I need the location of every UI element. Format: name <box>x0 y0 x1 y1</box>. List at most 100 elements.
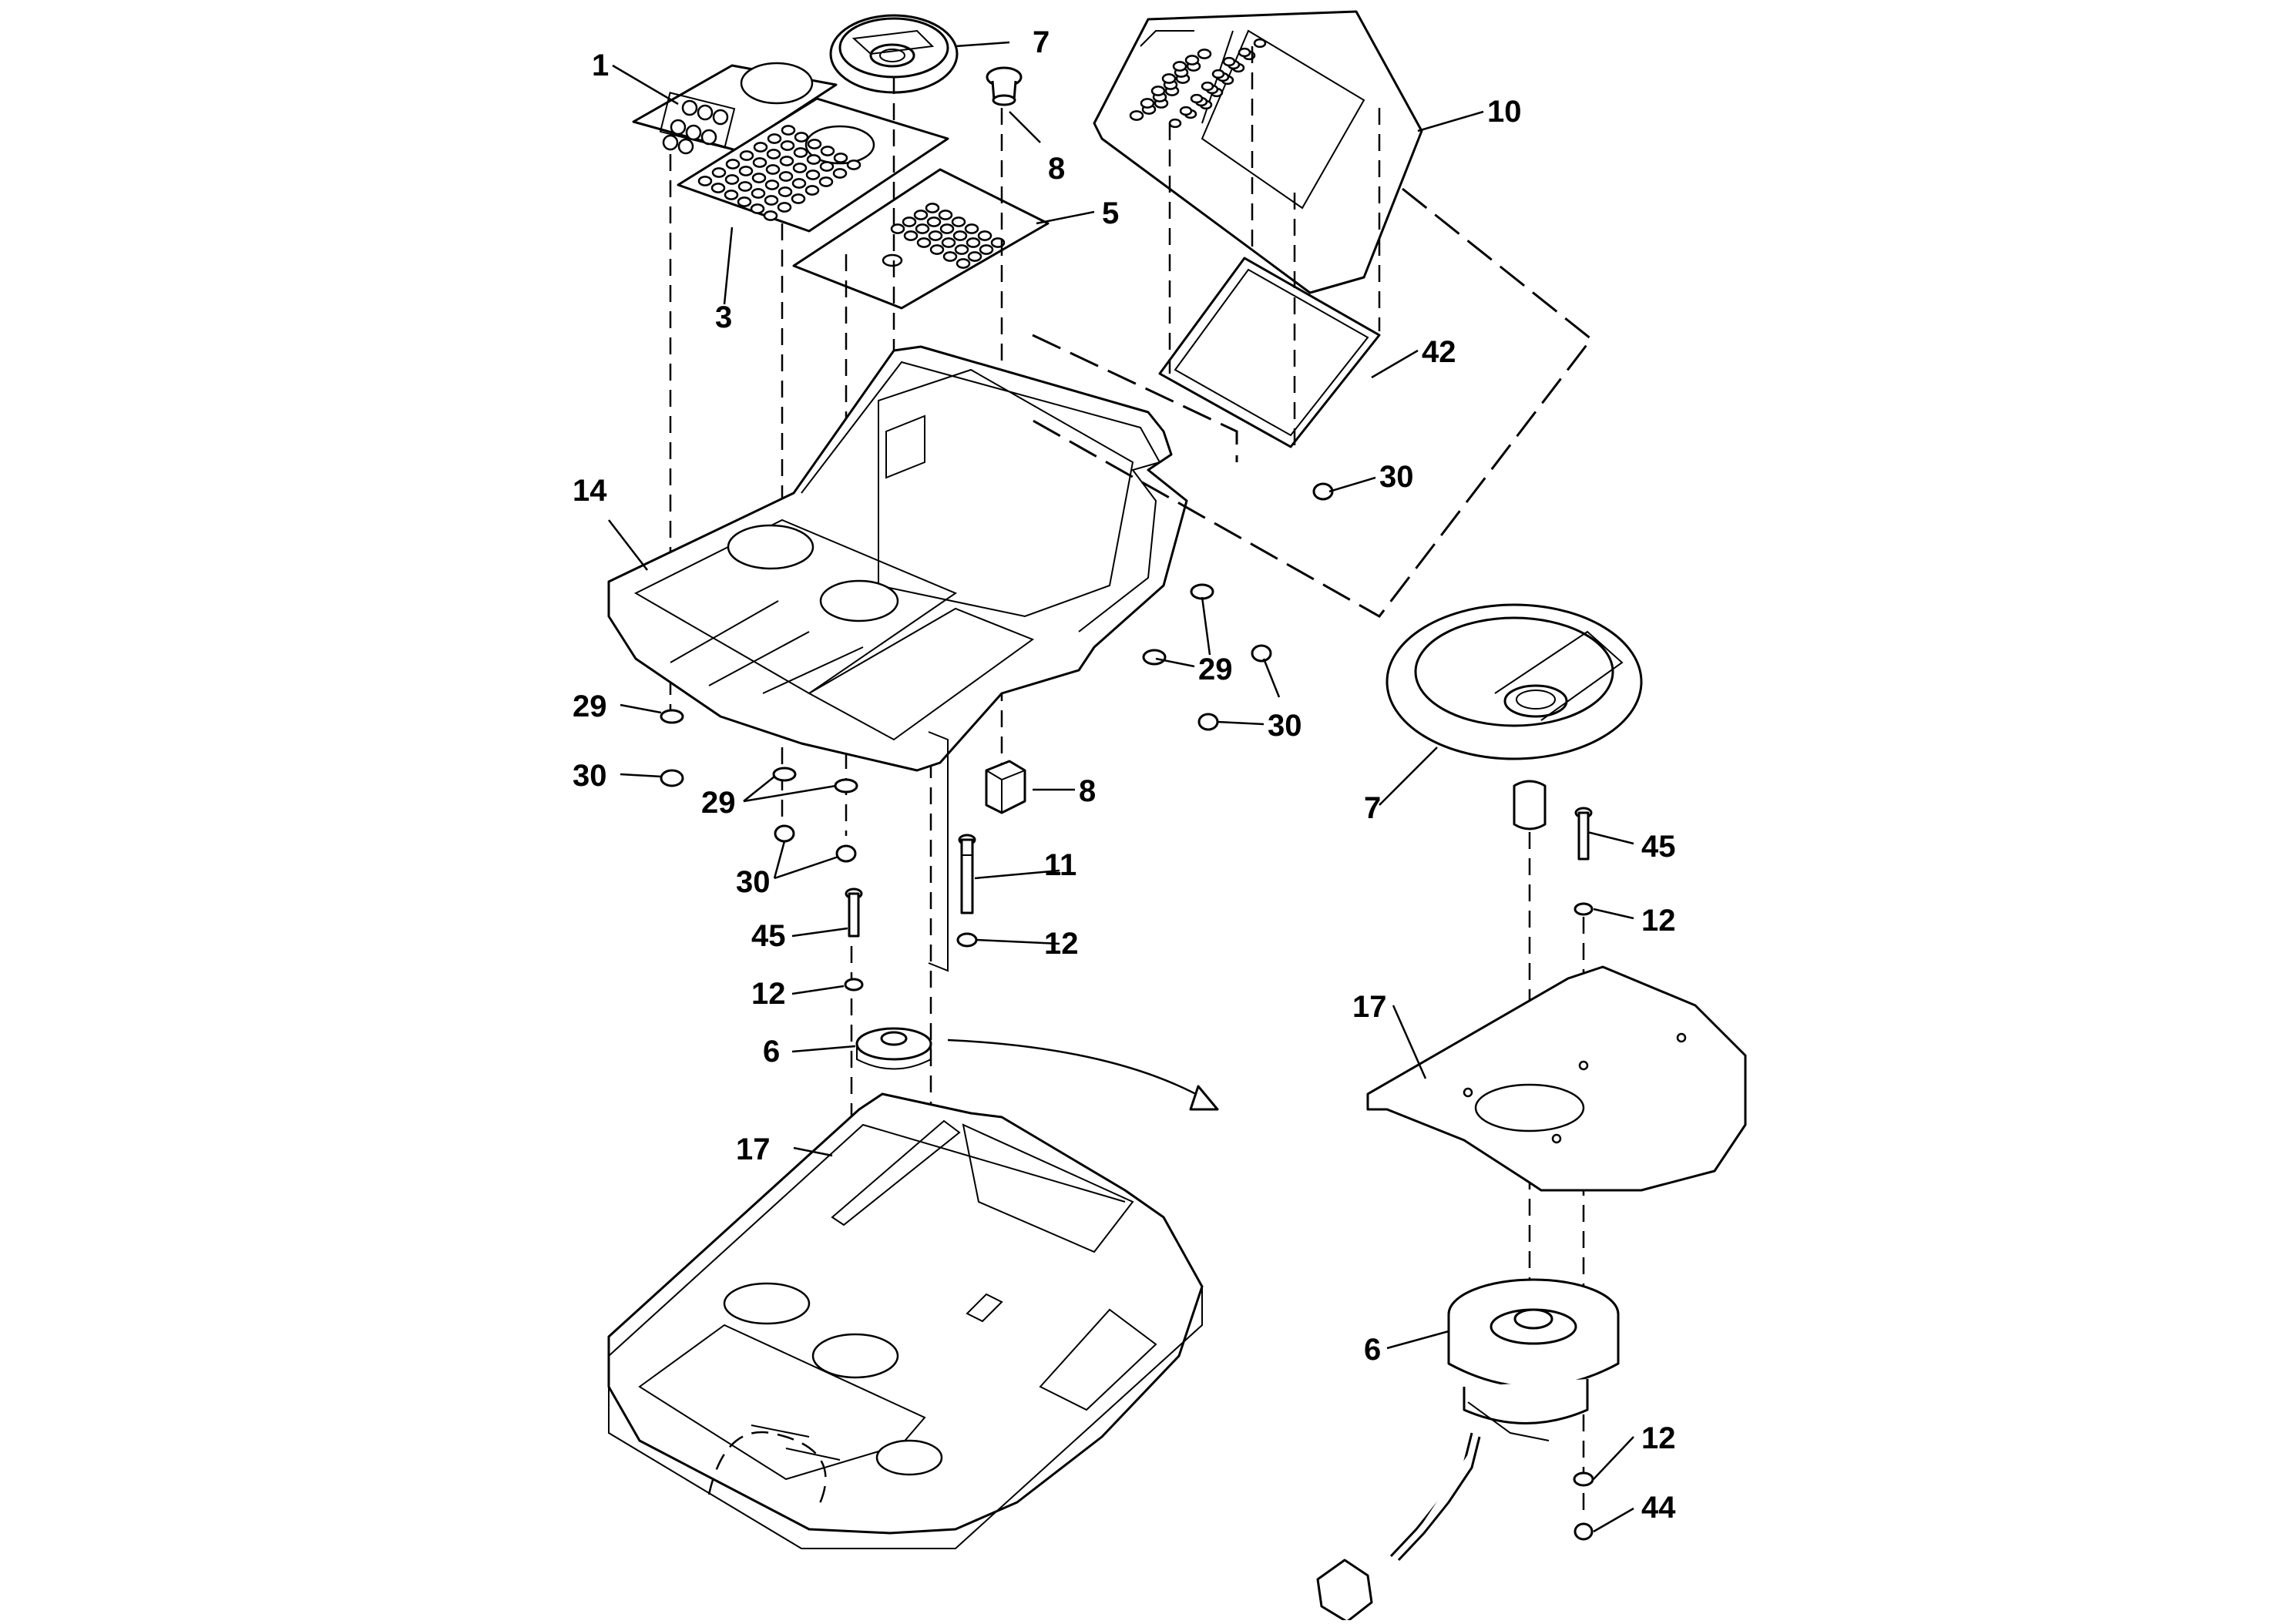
callout-17-left: 17 <box>736 1132 771 1166</box>
callout-17-right: 17 <box>1352 990 1387 1024</box>
key-hole <box>764 195 779 206</box>
part-8-switch-block <box>985 760 1026 814</box>
key-hole <box>941 237 956 248</box>
callout-12-left: 12 <box>751 977 786 1011</box>
key-hole <box>753 142 768 153</box>
key-hole <box>778 171 794 182</box>
leader-lines <box>608 41 1634 1533</box>
callout-12-right-bottom: 12 <box>1641 1421 1676 1455</box>
callout-8-lower: 8 <box>1079 774 1096 808</box>
key-hole <box>792 163 808 173</box>
key-hole <box>778 186 793 197</box>
key-hole <box>764 180 780 190</box>
key-hole <box>913 210 929 220</box>
detail-arrow <box>947 1038 1219 1111</box>
key-hole <box>804 185 820 196</box>
key-hole <box>818 176 834 187</box>
callout-10: 10 <box>1487 95 1522 129</box>
key-hole <box>979 244 994 255</box>
key-hole <box>806 154 821 165</box>
callout-5: 5 <box>1102 196 1119 230</box>
key-hole <box>779 156 794 166</box>
alignment-lines-top-right <box>1024 46 1594 618</box>
key-hole <box>1211 69 1225 79</box>
key-hole <box>751 173 767 183</box>
key-hole <box>916 237 932 248</box>
key-hole <box>1201 81 1214 92</box>
key-hole <box>805 169 821 180</box>
callout-8-top: 8 <box>1048 152 1065 186</box>
key-hole <box>977 230 992 241</box>
key-hole <box>725 159 741 169</box>
part-3-large-keypad <box>677 97 949 233</box>
callout-29-mid: 29 <box>701 786 736 820</box>
callout-45-right: 45 <box>1641 830 1676 864</box>
callout-42: 42 <box>1422 335 1456 369</box>
callout-7-top: 7 <box>1033 25 1050 59</box>
callout-3: 3 <box>715 300 732 334</box>
part-42-display-gasket <box>1158 257 1381 448</box>
key-hole <box>724 190 739 200</box>
part-8-knob-top <box>986 66 1023 106</box>
callout-30-right: 30 <box>1268 709 1302 743</box>
part-10-display-cover <box>1093 10 1423 294</box>
key-hole <box>939 223 955 234</box>
part-5-keypad-panel <box>792 168 1050 310</box>
key-hole <box>938 210 953 220</box>
key-hole <box>925 203 940 213</box>
key-hole <box>1222 56 1236 67</box>
key-hole <box>942 251 958 262</box>
key-hole <box>1168 118 1182 129</box>
key-hole <box>926 216 942 227</box>
key-hole <box>737 196 752 207</box>
key-hole <box>766 149 781 159</box>
key-hole <box>739 150 754 161</box>
part-17-console-base-left <box>607 1092 1204 1549</box>
key-hole <box>791 178 807 189</box>
key-hole <box>903 230 919 241</box>
part-6-hub-left <box>855 1027 932 1070</box>
key-hole <box>966 237 981 248</box>
key-hole <box>1190 93 1204 104</box>
key-hole <box>750 203 765 214</box>
callout-7-right: 7 <box>1364 791 1381 825</box>
key-hole <box>1140 98 1155 109</box>
key-hole <box>765 164 781 175</box>
key-hole <box>794 132 809 143</box>
left-fasteners <box>660 583 1272 863</box>
key-hole <box>1184 55 1200 65</box>
key-hole <box>738 166 754 176</box>
key-hole <box>767 133 782 144</box>
part-45-bolt-left <box>844 887 864 992</box>
key-hole <box>1197 49 1212 59</box>
key-hole <box>902 216 917 227</box>
callout-6-left: 6 <box>763 1035 780 1069</box>
key-hole <box>1150 86 1166 96</box>
key-hole <box>763 210 778 221</box>
key-hole <box>954 244 969 255</box>
key-hole <box>951 216 966 227</box>
callout-29-left: 29 <box>573 690 607 723</box>
callout-12-right-top: 12 <box>1641 904 1676 938</box>
key-hole <box>751 188 766 199</box>
key-hole <box>820 146 835 156</box>
key-hole <box>1172 61 1187 72</box>
key-hole <box>928 230 943 241</box>
key-hole <box>781 125 796 136</box>
callout-30-top: 30 <box>1379 460 1414 494</box>
callout-12-mid: 12 <box>1044 927 1079 961</box>
part-1-keypad-overlay <box>632 62 838 155</box>
key-hole <box>819 161 835 172</box>
key-hole <box>697 176 713 186</box>
key-hole <box>737 181 753 192</box>
callout-45-left: 45 <box>751 919 786 953</box>
part-7-steering-wheel-top <box>829 14 959 94</box>
callout-1: 1 <box>592 49 609 82</box>
key-hole <box>833 153 848 163</box>
key-hole <box>1253 38 1267 49</box>
callout-14: 14 <box>573 474 607 508</box>
key-hole <box>964 223 979 234</box>
key-hole <box>777 202 792 213</box>
part-6-steering-unit-right <box>1316 1278 1620 1623</box>
